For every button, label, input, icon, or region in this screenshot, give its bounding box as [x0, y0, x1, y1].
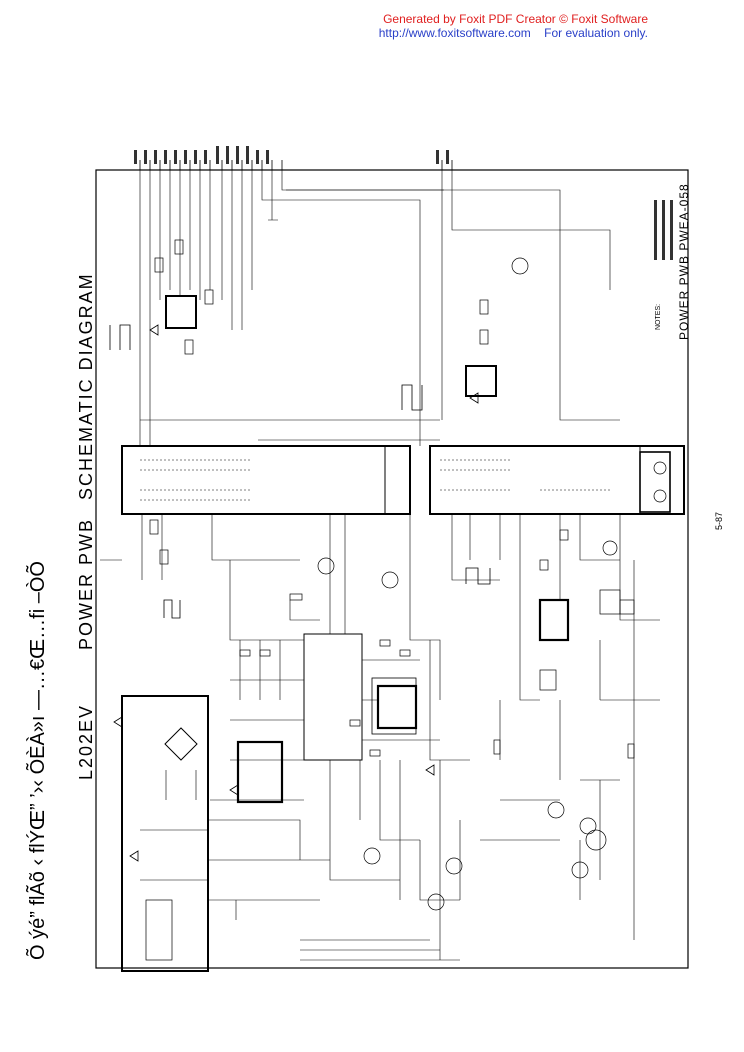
- board-title: POWER PWB PWEA-058: [677, 183, 691, 340]
- model-label: L202EV: [76, 704, 96, 780]
- ic-block-5: [465, 365, 497, 397]
- ic-block-2: [236, 740, 284, 804]
- controller-ic: [303, 633, 363, 761]
- transformer-left: [121, 445, 411, 515]
- ic-block-4: [165, 295, 197, 329]
- page-number: 5-87: [714, 512, 724, 530]
- watermark-line1: Generated by Foxit PDF Creator © Foxit S…: [383, 12, 648, 26]
- garbled-header: Õ ýé” flÃõ ‹ flÝŒ” ’›‹ ÕÈÀ»ı —…€Œ…fi –ÒÕ: [25, 561, 49, 960]
- warning-triangles: [113, 324, 479, 862]
- ic-block-6: [639, 451, 671, 513]
- notes-heading: NOTES:: [655, 304, 662, 330]
- wiring: [100, 170, 660, 961]
- watermark-url[interactable]: http://www.foxitsoftware.com: [378, 26, 531, 40]
- waveforms: [109, 324, 491, 619]
- ic-block-1: [376, 684, 418, 730]
- tiny-labels: [134, 146, 673, 260]
- watermark-note: For evaluation only.: [544, 26, 648, 40]
- title-left: POWER PWB: [76, 518, 96, 650]
- title-right: SCHEMATIC DIAGRAM: [76, 272, 96, 500]
- input-filter-block: [121, 695, 209, 972]
- components: [145, 239, 667, 961]
- watermark: Generated by Foxit PDF Creator © Foxit S…: [379, 12, 648, 40]
- ic-block-3: [538, 598, 570, 642]
- bridge-rectifier: [164, 727, 198, 761]
- watermark-line2: http://www.foxitsoftware.com For evaluat…: [379, 26, 648, 40]
- connector-pins: [139, 160, 453, 170]
- main-frame: [95, 169, 689, 969]
- title-block: L202EV POWER PWB SCHEMATIC DIAGRAM: [76, 272, 96, 780]
- transformer-right: [429, 445, 685, 515]
